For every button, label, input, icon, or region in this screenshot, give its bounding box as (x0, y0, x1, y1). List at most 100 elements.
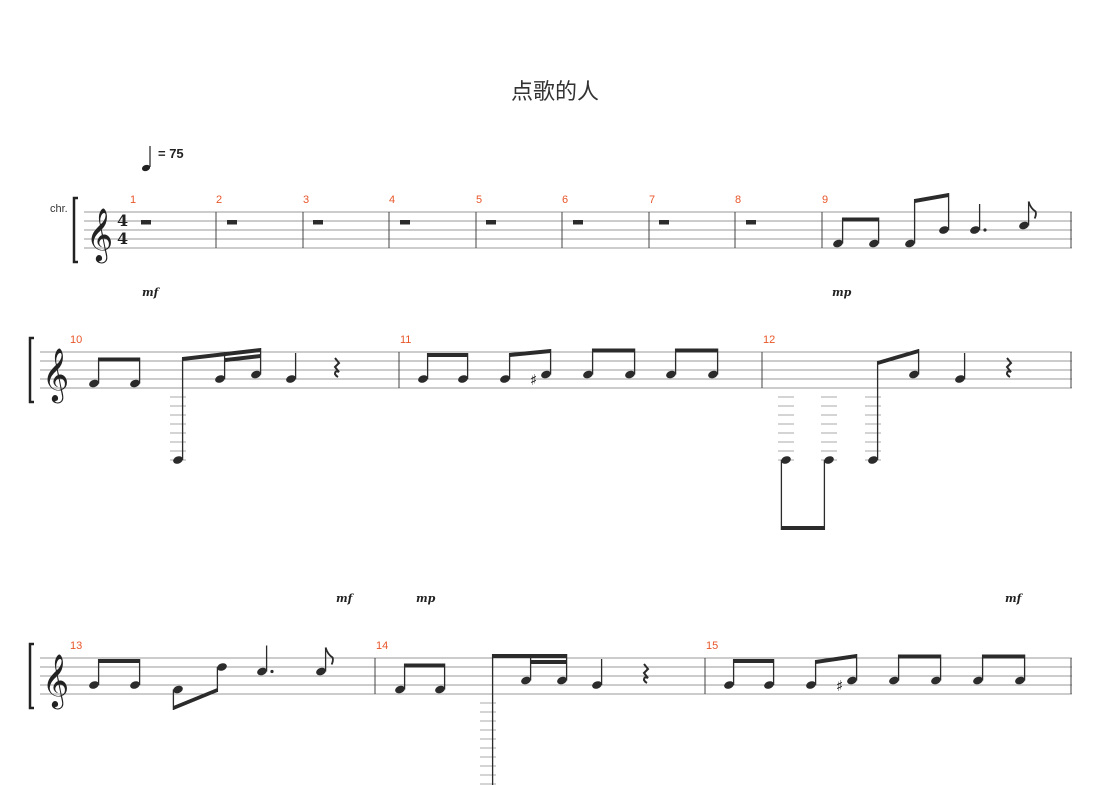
note-beam (982, 654, 1025, 659)
note-head (889, 676, 899, 685)
note-head (173, 456, 183, 464)
note-flag (1027, 201, 1037, 219)
measure-number: 6 (562, 194, 568, 206)
measure-number: 8 (735, 194, 741, 206)
note-beam (509, 349, 551, 357)
note-head (316, 667, 326, 676)
note-beam (530, 660, 567, 664)
note-head (833, 239, 843, 248)
note-head (217, 663, 227, 671)
dynamic-marking: mf (336, 592, 355, 605)
time-signature-bottom: 4 (117, 229, 128, 248)
measure-number: 7 (649, 194, 655, 206)
note-head (541, 370, 551, 379)
note-head (257, 667, 267, 676)
system-bracket (72, 196, 78, 264)
measure-number: 12 (763, 334, 775, 346)
note-head (939, 226, 949, 234)
treble-clef-icon: 𝄞 (86, 207, 113, 263)
note-head (130, 681, 140, 689)
measure-number: 9 (822, 194, 828, 206)
note-head (724, 681, 734, 689)
measure-number: 15 (706, 640, 718, 652)
dynamic-marking: mp (416, 592, 436, 605)
note-beam (492, 654, 567, 658)
note-head (435, 685, 445, 694)
notes (89, 193, 1037, 785)
note-beam (98, 659, 140, 663)
note-beam (877, 349, 919, 365)
measure-number: 1 (130, 194, 136, 206)
quarter-note-icon (141, 146, 151, 172)
note-head (557, 676, 567, 685)
sharp-accidental: ♯ (836, 677, 843, 695)
system-bracket (28, 336, 34, 404)
note-head (973, 676, 983, 685)
note-head (286, 375, 296, 383)
note-head (130, 379, 140, 388)
note-head (905, 239, 915, 248)
dot (270, 669, 274, 674)
note-head (955, 375, 965, 383)
dynamic-marking: mf (1005, 592, 1024, 605)
half-rest-icon (746, 220, 756, 225)
half-rest-icon (659, 220, 669, 225)
treble-clef-icon: 𝄞 (42, 347, 69, 403)
measure-number: 10 (70, 334, 82, 346)
measure-number: 2 (216, 194, 222, 206)
half-rest-icon (313, 220, 323, 225)
note-head (173, 685, 183, 694)
note-beam (914, 193, 949, 203)
measure-number: 3 (303, 194, 309, 206)
note-beam (733, 659, 774, 663)
quarter-rest-icon (642, 663, 650, 684)
note-beam (182, 348, 261, 361)
note-beam (592, 348, 635, 353)
note-head (583, 370, 593, 379)
note-beam (98, 357, 140, 362)
half-rest-icon (486, 220, 496, 225)
note-beam (898, 654, 941, 659)
note-beam (675, 348, 718, 353)
note-head (418, 375, 428, 383)
note-head (1019, 221, 1029, 230)
measure-number: 14 (376, 640, 388, 652)
note-beam (427, 353, 468, 357)
note-head (458, 375, 468, 383)
score-title: 点歌的人 (510, 80, 599, 105)
staves: 𝄞 𝄞 𝄞 (28, 196, 1072, 710)
note-head (781, 456, 791, 464)
measure-number: 5 (476, 194, 482, 206)
dynamic-marking: mp (832, 286, 852, 299)
note-head (847, 676, 857, 685)
dot (983, 228, 987, 232)
dynamic-marking: mf (142, 286, 161, 299)
half-rest-icon (141, 220, 151, 225)
note-head (824, 456, 834, 464)
note-head (868, 456, 878, 464)
note-head (1015, 676, 1025, 685)
measure-number: 11 (400, 334, 411, 346)
note-head (251, 370, 261, 379)
quarter-rest-icon (1005, 357, 1013, 378)
note-head (708, 370, 718, 379)
note-head (806, 681, 816, 689)
half-rest-icon (573, 220, 583, 225)
note-head (521, 676, 531, 685)
note-head (931, 676, 941, 685)
note-head (625, 370, 635, 379)
note-head (395, 685, 405, 694)
note-head (764, 681, 774, 689)
note-beam (781, 526, 825, 530)
note-head (592, 681, 602, 689)
note-beam (815, 654, 857, 664)
note-head (89, 379, 99, 388)
time-signature-top: 4 (117, 211, 128, 230)
measure-number: 13 (70, 640, 82, 652)
measure-number: 4 (389, 194, 395, 206)
note-beam (842, 217, 879, 222)
treble-clef-icon: 𝄞 (42, 653, 69, 709)
note-head (970, 226, 980, 234)
note-flag (324, 647, 334, 665)
